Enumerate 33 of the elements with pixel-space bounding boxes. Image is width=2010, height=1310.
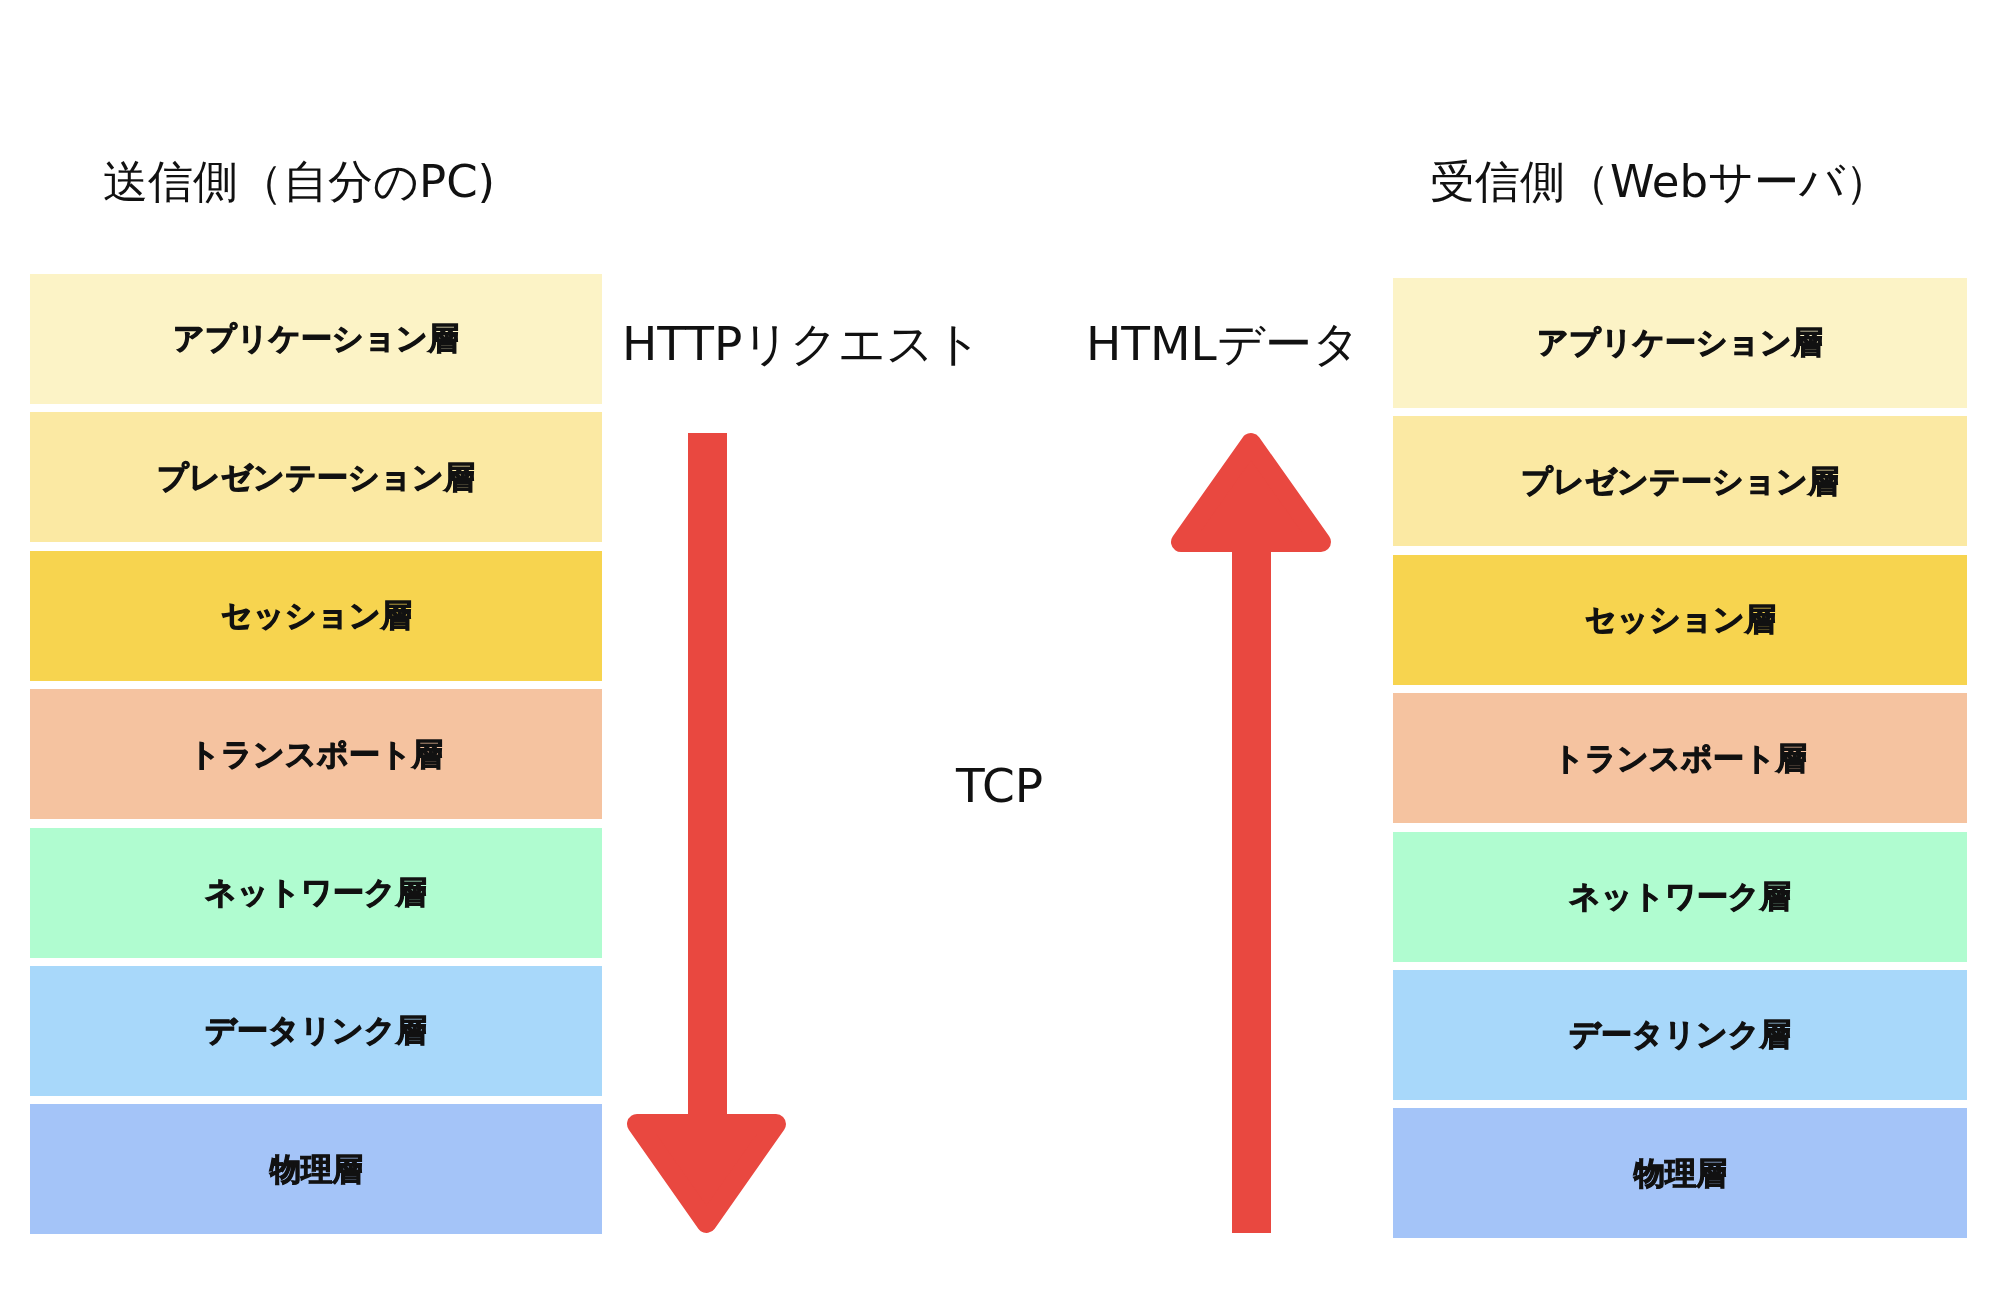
layer-label: ネットワーク層 <box>205 874 427 912</box>
layer-label: プレゼンテーション層 <box>1521 462 1839 500</box>
protocol-label: TCP <box>956 757 1044 815</box>
layer-box <box>1393 1108 1967 1239</box>
layer-box <box>30 1104 602 1235</box>
layer-box <box>1393 278 1967 408</box>
layer-label: 物理層 <box>269 1150 363 1188</box>
layer-box <box>30 412 602 543</box>
layer-label: アプリケーション層 <box>1537 324 1823 362</box>
layer-label: アプリケーション層 <box>173 320 459 358</box>
layer-label: ネットワーク層 <box>1569 878 1791 916</box>
layer-label: セッション層 <box>220 597 412 635</box>
layer-box <box>1393 831 1967 962</box>
layer-box <box>1393 554 1967 685</box>
layer-label: セッション層 <box>1584 601 1776 639</box>
layer-box <box>30 274 602 404</box>
layer-box <box>1393 970 1967 1100</box>
layer-label: データリンク層 <box>205 1012 427 1050</box>
layer-label: トランスポート層 <box>1553 739 1807 777</box>
layer-label: トランスポート層 <box>189 735 443 773</box>
layer-label: 物理層 <box>1633 1154 1727 1192</box>
column-heading: 送信側（自分のPC) <box>103 155 496 209</box>
column-heading: 受信側（Webサーバ） <box>1430 155 1891 209</box>
layer-box <box>30 966 602 1096</box>
layer-box <box>30 827 602 958</box>
layer-box <box>1393 693 1967 824</box>
arrow-label: HTMLデータ <box>1086 315 1360 373</box>
layer-label: データリンク層 <box>1569 1016 1791 1054</box>
layer-box <box>30 550 602 681</box>
arrow-label: HTTPリクエスト <box>622 315 983 373</box>
layer-box <box>1393 416 1967 547</box>
layer-label: プレゼンテーション層 <box>157 458 475 496</box>
layer-box <box>30 689 602 820</box>
